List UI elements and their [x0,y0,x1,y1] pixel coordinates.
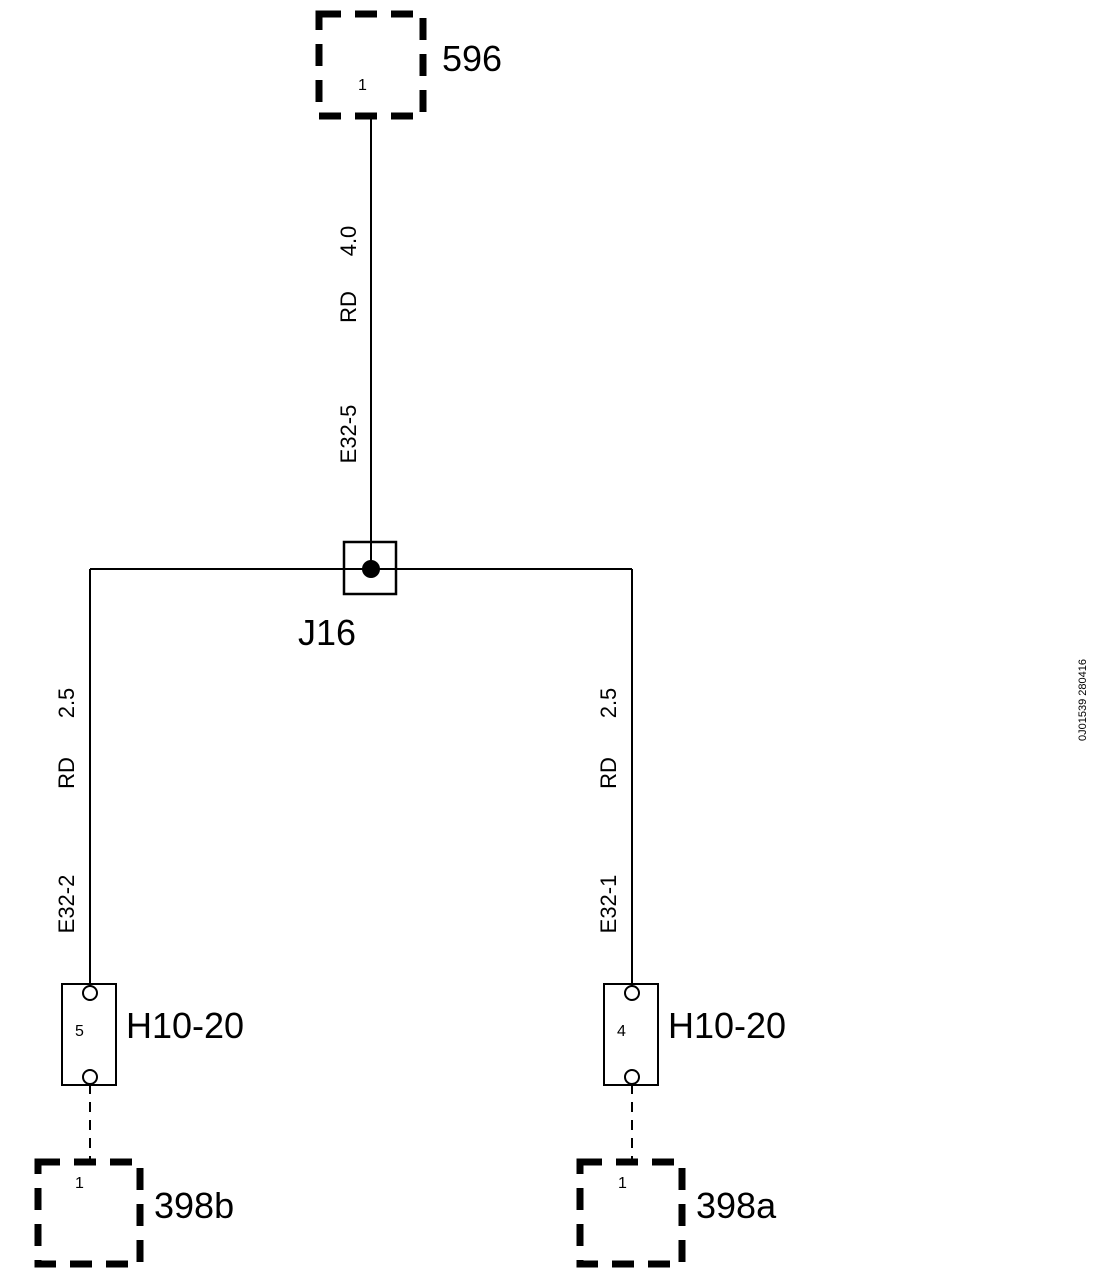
junction-dot [362,560,380,578]
wire-left-size: 2.5 [54,688,79,719]
connector-left-terminal-bottom [82,1069,98,1085]
component-398a-label: 398a [696,1185,777,1226]
connector-right-label: H10-20 [668,1005,786,1046]
connector-left-terminal-top [82,985,98,1001]
component-398a: 1 398a [576,1158,777,1268]
junction-j16: J16 [90,540,632,653]
connector-left: 5 H10-20 [61,983,244,1086]
connector-left-label: H10-20 [126,1005,244,1046]
wire-left-id: E32-2 [54,875,79,934]
component-596: 1 596 [315,10,502,120]
wire-right-size: 2.5 [596,688,621,719]
wire-top-size: 4.0 [336,226,361,257]
wire-right: 2.5 RD E32-1 [596,569,633,990]
wire-right-id: E32-1 [596,875,621,934]
wire-top: 4.0 RD E32-5 [336,116,372,567]
wire-right-color: RD [596,757,621,789]
reference-code: 0J01539 280416 [1077,659,1089,741]
wire-top-id: E32-5 [336,405,361,464]
connector-right: 4 H10-20 [603,983,786,1086]
connector-right-terminal-bottom [624,1069,640,1085]
wire-left-color: RD [54,757,79,789]
component-596-pin: 1 [358,77,367,94]
junction-label: J16 [298,612,356,653]
component-398b-pin: 1 [75,1175,84,1192]
component-398b: 1 398b [34,1158,234,1268]
wire-top-color: RD [336,291,361,323]
connector-right-terminal-top [624,985,640,1001]
component-596-label: 596 [442,38,502,79]
component-398a-pin: 1 [618,1175,627,1192]
component-398b-label: 398b [154,1185,234,1226]
wire-left: 2.5 RD E32-2 [54,569,91,990]
connector-right-pin: 4 [617,1023,626,1040]
connector-left-pin: 5 [75,1023,84,1040]
